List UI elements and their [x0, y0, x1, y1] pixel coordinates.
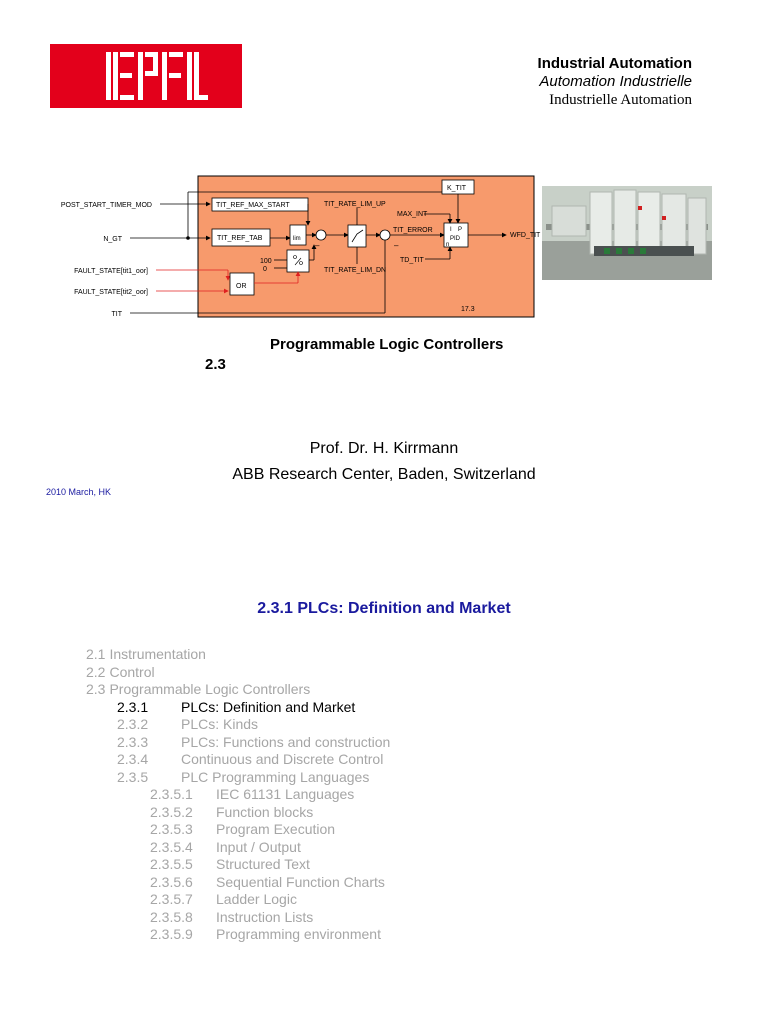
svg-text:–: – [315, 241, 320, 250]
block-tit-ref-max-start: TIT_REF_MAX_START [216, 202, 290, 209]
epfl-logo [50, 44, 242, 108]
input-label: POST_START_TIMER_MOD [61, 202, 152, 209]
toc-item-number: 2.3.5.9 [150, 926, 193, 942]
toc-item[interactable]: 2.3.1 PLCs: Definition and Market [117, 699, 355, 715]
toc-item[interactable]: 2.3.5.8 Instruction Lists [150, 909, 313, 925]
toc-item-number: 2.2 [86, 663, 106, 680]
toc-item-label: Sequential Function Charts [216, 873, 385, 890]
value-100: 100 [260, 258, 272, 265]
toc-item-number: 2.3.5.7 [150, 891, 193, 907]
value-0: 0 [263, 266, 267, 273]
author-affiliation: ABB Research Center, Baden, Switzerland [232, 466, 536, 483]
toc-item[interactable]: 2.3.5.7 Ladder Logic [150, 891, 297, 907]
toc-item-label: Structured Text [216, 856, 310, 872]
header-title-en: Industrial Automation [537, 55, 692, 72]
toc-item-label: Programmable Logic Controllers [109, 681, 311, 697]
toc-item-number: 2.3.1 [117, 698, 149, 715]
course-header: Industrial Automation Automation Industr… [538, 55, 692, 109]
toc-item-label: Program Execution [216, 821, 336, 837]
label-tit-error: TIT_ERROR [393, 227, 433, 234]
block-pid: PID [450, 236, 461, 242]
toc-item-label: Function blocks [216, 803, 314, 820]
input-label: N_GT [103, 236, 122, 243]
input-label: FAULT_STATE[tit2_oor] [74, 289, 148, 296]
date-stamp: 2010 March, HK [46, 487, 112, 497]
label-max-int: MAX_INT [397, 211, 428, 218]
toc-item-label: Instruction Lists [216, 908, 314, 925]
toc-item-label: PLCs: Definition and Market [181, 698, 356, 715]
toc-item[interactable]: 2.3.5.9 Programming environment [150, 926, 381, 942]
page-ref: 17.3 [461, 306, 475, 313]
input-label: TIT [112, 311, 123, 318]
toc-item[interactable]: 2.3.2 PLCs: Kinds [117, 716, 258, 732]
toc-item-number: 2.3.5.1 [150, 786, 193, 802]
author-name: Prof. Dr. H. Kirrmann [309, 440, 459, 457]
svg-text:–: – [394, 241, 399, 250]
toc-item[interactable]: 2.3.5.6 Sequential Function Charts [150, 874, 385, 890]
pid-n: n [446, 242, 449, 248]
toc-item-number: 2.3.5.3 [150, 821, 193, 837]
output-label: WFD_TIT [510, 232, 541, 239]
label-td-tit: TD_TIT [400, 257, 424, 264]
toc-item-number: 2.3.5 [117, 768, 149, 785]
header-title-de: Industrielle Automation [549, 92, 692, 108]
toc-item-label: IEC 61131 Languages [216, 786, 355, 802]
pid-p: P [458, 227, 462, 233]
toc-item[interactable]: 2.3.5 PLC Programming Languages [117, 769, 369, 785]
toc-item[interactable]: 2.3.4 Continuous and Discrete Control [117, 751, 383, 767]
toc-item-number: 2.1 [86, 646, 106, 662]
plc-hardware-photo [542, 186, 712, 280]
input-label: FAULT_STATE[tit1_oor] [74, 268, 148, 275]
pid-i: I [450, 227, 452, 233]
control-diagram: POST_START_TIMER_MOD N_GT FAULT_STATE[ti… [61, 175, 541, 318]
toc-item-label: Continuous and Discrete Control [181, 751, 384, 767]
toc-item-number: 2.3.5.5 [150, 856, 193, 872]
toc-item-number: 2.3.5.8 [150, 908, 193, 925]
toc-item[interactable]: 2.3.5.1 IEC 61131 Languages [150, 786, 354, 802]
toc-item-number: 2.3.5.6 [150, 873, 193, 890]
toc-item-number: 2.3.5.4 [150, 838, 193, 855]
toc-item-number: 2.3.2 [117, 716, 149, 732]
toc-item-number: 2.3.4 [117, 751, 149, 767]
toc-item-number: 2.3 [86, 681, 106, 697]
block-k-tit: K_TIT [447, 185, 467, 192]
toc-item-label: Input / Output [216, 838, 301, 855]
header-title-fr: Automation Industrielle [539, 73, 692, 90]
toc-item-label: Ladder Logic [216, 891, 297, 907]
toc-item-number: 2.3.3 [117, 733, 149, 750]
section-heading: 2.3.1 PLCs: Definition and Market [257, 600, 511, 617]
block-or: OR [236, 283, 247, 290]
toc-item[interactable]: 2.3.5.4 Input / Output [150, 839, 301, 855]
block-lim: lim [293, 236, 301, 242]
toc-item-label: Control [109, 663, 155, 680]
toc-item[interactable]: 2.3.5.2 Function blocks [150, 804, 313, 820]
toc-item-number: 2.3.5.2 [150, 803, 193, 820]
label-rate-up: TIT_RATE_LIM_UP [324, 201, 386, 208]
toc-item-label: Programming environment [216, 926, 381, 942]
document-title: Programmable Logic Controllers [270, 336, 504, 353]
toc-item-label: PLC Programming Languages [181, 768, 370, 785]
toc-item-label: PLCs: Kinds [181, 716, 259, 732]
toc-item[interactable]: 2.3.5.5 Structured Text [150, 856, 310, 872]
section-number: 2.3 [205, 356, 226, 373]
label-rate-dn: TIT_RATE_LIM_DN [324, 267, 386, 274]
toc-item-label: Instrumentation [109, 646, 206, 662]
toc-item-label: PLCs: Functions and construction [181, 733, 391, 750]
block-tit-ref-tab: TIT_REF_TAB [217, 235, 263, 242]
toc-item[interactable]: 2.3.5.3 Program Execution [150, 821, 335, 837]
toc-item[interactable]: 2.3.3 PLCs: Functions and construction [117, 734, 390, 750]
